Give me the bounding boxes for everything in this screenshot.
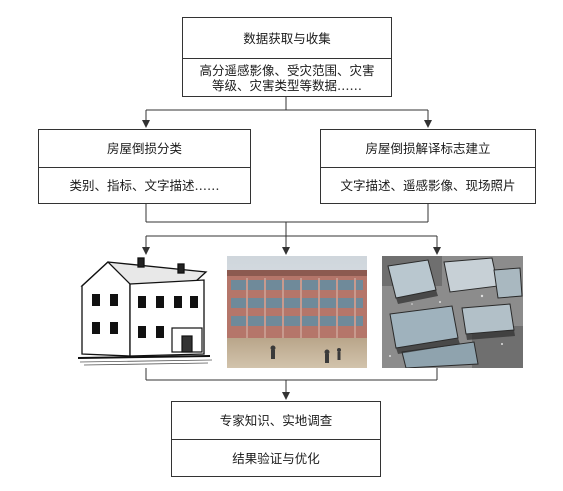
verification-content: 结果验证与优化 <box>172 439 380 476</box>
verification-box: 专家知识、实地调查 结果验证与优化 <box>171 401 381 477</box>
interpretation-keys-box: 房屋倒损解译标志建立 文字描述、遥感影像、现场照片 <box>320 129 536 204</box>
aerial-remote-sensing-image <box>382 256 523 368</box>
data-acquisition-title: 数据获取与收集 <box>243 30 331 46</box>
building-photo-image <box>227 256 367 368</box>
interpretation-keys-content: 文字描述、遥感影像、现场照片 <box>321 167 535 203</box>
interpretation-keys-title: 房屋倒损解译标志建立 <box>365 141 491 156</box>
damage-classification-content: 类别、指标、文字描述…… <box>39 167 250 203</box>
data-acquisition-box: 数据获取与收集 高分遥感影像、受灾范围、灾害等级、灾害类型等数据…… <box>182 17 392 97</box>
verification-title: 专家知识、实地调查 <box>219 413 333 428</box>
damage-classification-box: 房屋倒损分类 类别、指标、文字描述…… <box>38 129 251 204</box>
data-acquisition-content: 高分遥感影像、受灾范围、灾害等级、灾害类型等数据…… <box>183 58 391 96</box>
damage-classification-title: 房屋倒损分类 <box>106 141 182 156</box>
house-sketch-image <box>74 256 218 368</box>
